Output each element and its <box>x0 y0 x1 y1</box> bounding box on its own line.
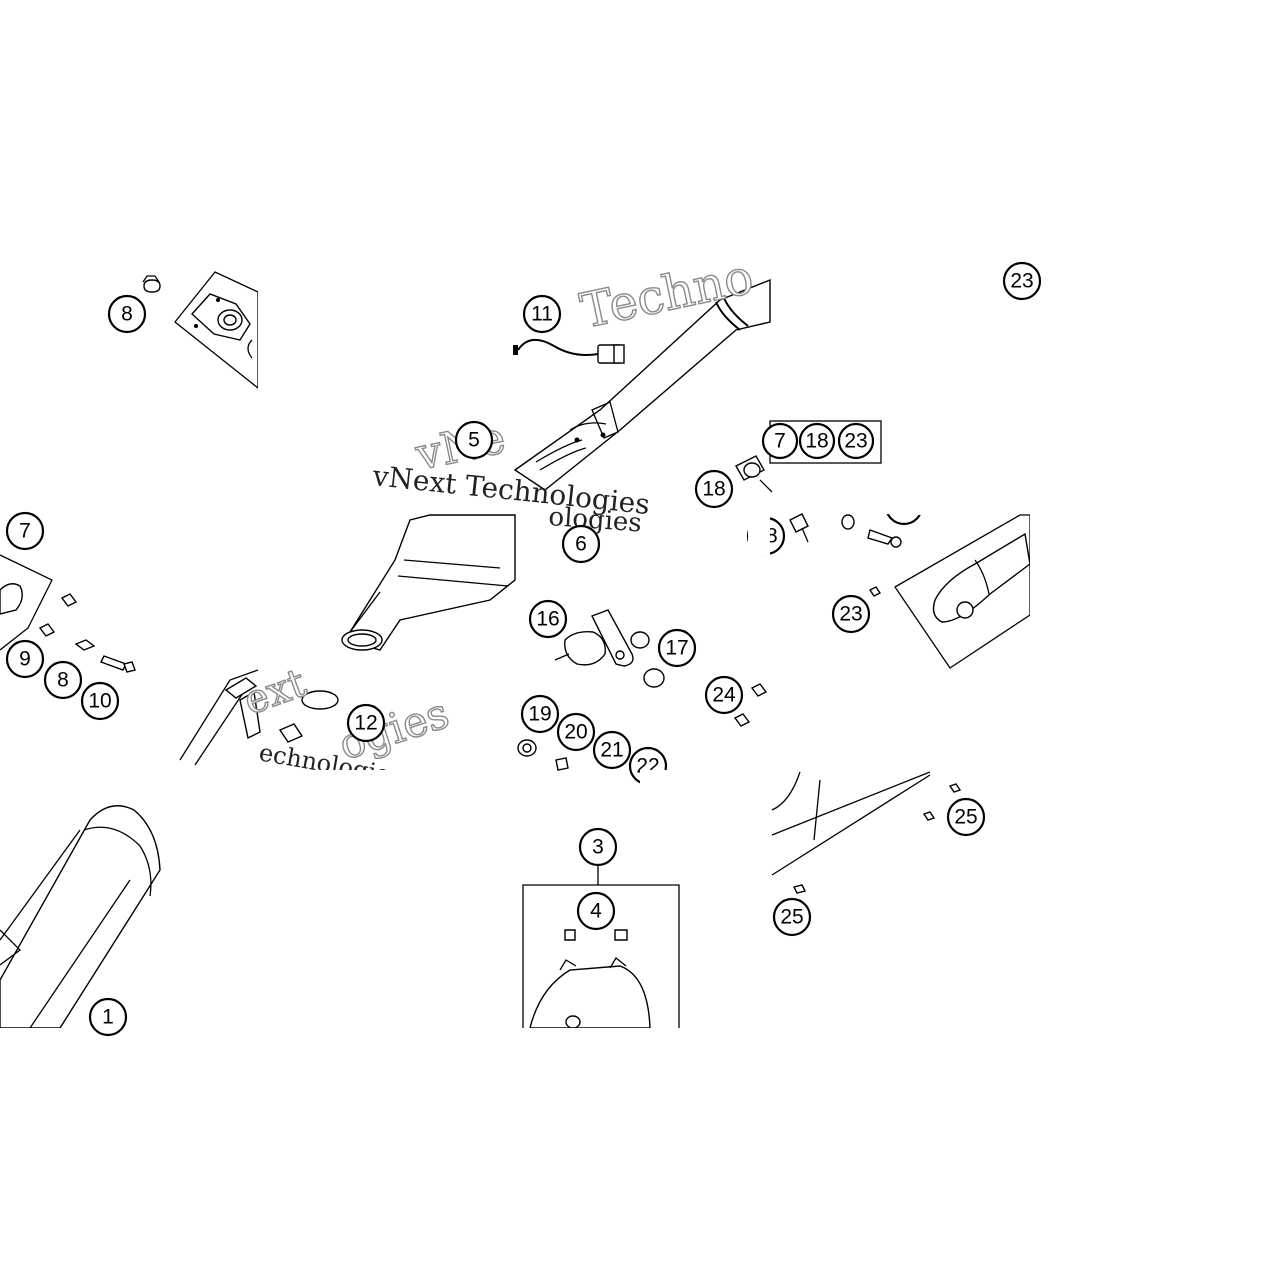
svg-text:17: 17 <box>665 637 688 660</box>
mount-hardware-left <box>0 554 136 673</box>
kit-label-23: 23 <box>837 422 875 460</box>
collector-pipe <box>179 514 516 766</box>
svg-text:12: 12 <box>354 712 377 735</box>
callout-5: 5 <box>454 420 494 460</box>
svg-text:4: 4 <box>590 900 602 923</box>
callout-7: 7 <box>5 511 45 551</box>
callout-12: 11 <box>522 294 562 334</box>
callouts: 8 11 23 5 7 18 23 18 6 7 23 16 17 9 8 10… <box>5 261 1042 1037</box>
callout-24: 24 <box>704 675 744 715</box>
end-cap-kit <box>522 864 680 1029</box>
svg-text:25: 25 <box>780 906 803 929</box>
callout-1: 1 <box>88 997 128 1037</box>
svg-text:5: 5 <box>468 429 480 452</box>
svg-text:11: 11 <box>531 303 553 326</box>
flange-assembly <box>142 271 259 390</box>
tile-masks <box>640 485 1030 800</box>
callout-8-top: 8 <box>107 294 147 334</box>
svg-text:8: 8 <box>57 669 69 692</box>
callout-9: 9 <box>5 639 45 679</box>
callout-25-bottom: 25 <box>772 897 812 937</box>
svg-text:23: 23 <box>839 603 862 626</box>
shield-lower-right <box>771 771 962 894</box>
svg-text:21: 21 <box>600 739 623 762</box>
svg-text:23: 23 <box>844 430 867 453</box>
svg-text:24: 24 <box>712 684 736 707</box>
callout-6: 6 <box>561 524 601 564</box>
callout-21: 21 <box>592 730 632 770</box>
callout-25-right: 25 <box>946 797 986 837</box>
callout-20: 20 <box>556 712 596 752</box>
svg-text:18: 18 <box>702 478 725 501</box>
kit-label-18: 18 <box>798 422 836 460</box>
svg-text:9: 9 <box>19 648 31 671</box>
svg-text:18: 18 <box>805 430 828 453</box>
svg-text:1: 1 <box>102 1006 114 1029</box>
callout-8-mid: 8 <box>43 660 83 700</box>
svg-text:20: 20 <box>564 721 587 744</box>
svg-text:3: 3 <box>592 836 604 859</box>
callout-23-top: 23 <box>1002 261 1042 301</box>
callout-4: 4 <box>576 891 616 931</box>
callout-17: 17 <box>657 628 697 668</box>
callout-11: 12 <box>346 703 386 743</box>
svg-text:7: 7 <box>774 430 786 453</box>
callout-18: 18 <box>694 469 734 509</box>
svg-text:19: 19 <box>528 703 551 726</box>
small-parts-group <box>517 609 768 771</box>
callout-10: 10 <box>80 681 120 721</box>
svg-text:10: 10 <box>88 690 111 713</box>
heat-shield-right <box>789 513 1031 669</box>
svg-text:6: 6 <box>575 533 587 556</box>
header-pipe <box>512 278 771 491</box>
kit-label-17: 7 <box>761 422 799 460</box>
svg-text:7: 7 <box>19 520 31 543</box>
callout-24-right: 23 <box>831 594 871 634</box>
silencer <box>0 805 161 1029</box>
callout-19: 19 <box>520 694 560 734</box>
svg-text:8: 8 <box>121 303 133 326</box>
svg-text:23: 23 <box>1010 270 1033 293</box>
svg-text:25: 25 <box>954 806 977 829</box>
svg-text:16: 16 <box>536 608 559 631</box>
callout-3: 3 <box>578 827 618 867</box>
callout-16: 16 <box>528 599 568 639</box>
